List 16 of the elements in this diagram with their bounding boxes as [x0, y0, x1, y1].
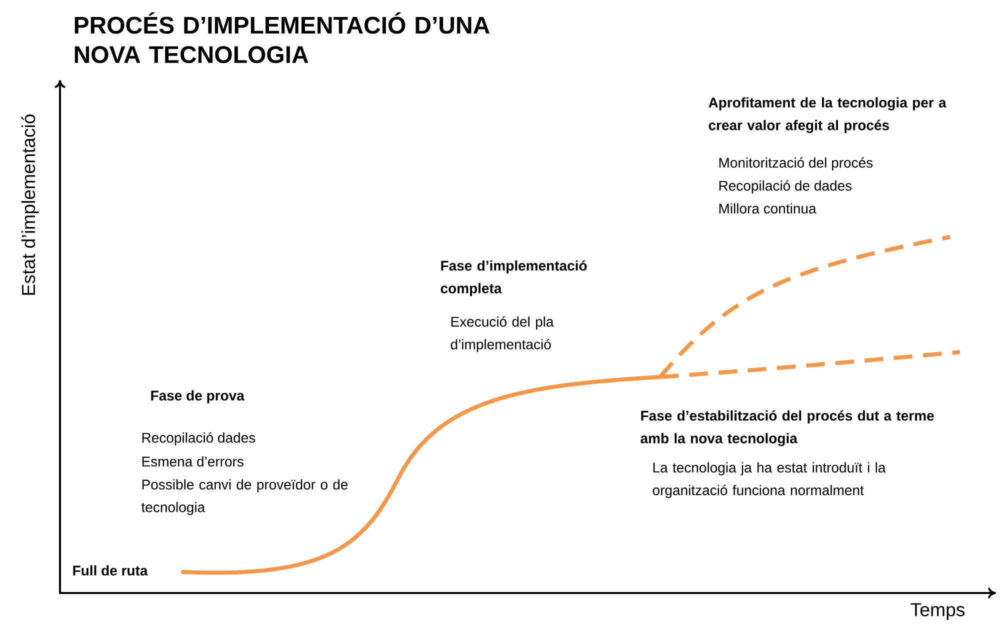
phase-heading: Fase d’estabilització del procés dut a terme amb la nova tecnologia: [640, 410, 934, 446]
axis-label: Estat d’implementació: [21, 114, 39, 295]
phase-heading: Aprofitament de la tecnologia per a crear valor afegit al procés: [708, 97, 946, 134]
list-item: Recopilació de dades: [719, 180, 852, 194]
title: PROCÉS D’IMPLEMENTACIÓ D’UNA NOVA TECNOLOGIA: [74, 12, 490, 64]
phase-heading: Full de ruta: [73, 565, 148, 576]
phase-heading: Fase de prova: [151, 390, 244, 404]
list-item: Monitorització del procés: [719, 157, 873, 170]
axis-label: Temps: [910, 603, 965, 620]
list-item: Recopilació dades: [142, 432, 256, 446]
list-item: La tecnologia ja ha estat introduït i la organització funciona normalment: [652, 462, 886, 498]
phase-heading: Fase d’implementació completa: [440, 260, 587, 296]
list-item: Possible canvi de proveïdor o de tecnologia: [141, 479, 348, 515]
list-item: Esmena d’errors: [142, 456, 244, 467]
list-item: Millora continua: [719, 203, 816, 214]
list-item: Execució del pla d’implementació: [450, 316, 554, 352]
